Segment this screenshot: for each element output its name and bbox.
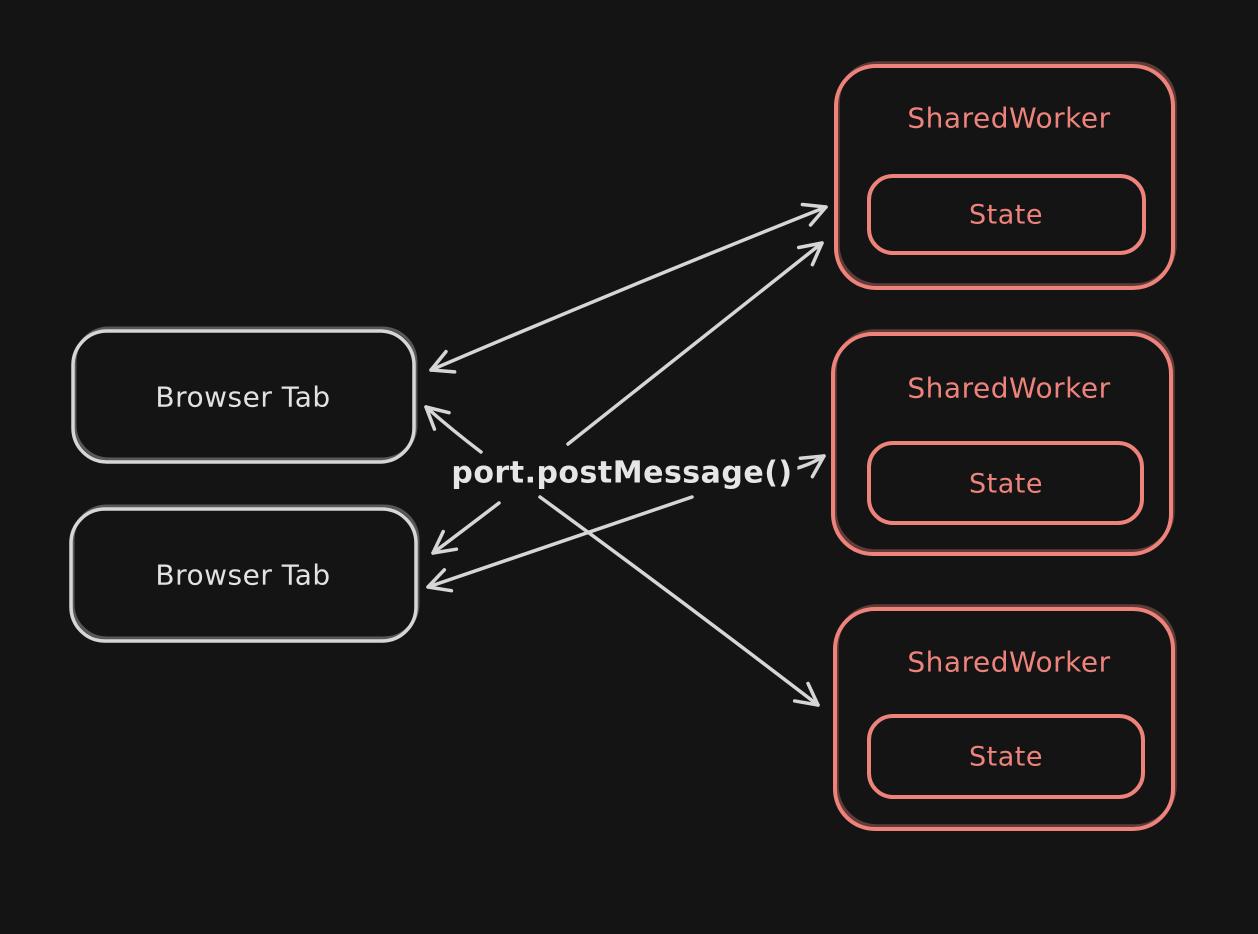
- state-1-label: State: [969, 199, 1043, 231]
- state-3-label: State: [969, 741, 1043, 773]
- arrow-tab1-worker1: [429, 202, 828, 374]
- state-1-box: [867, 174, 1146, 255]
- state-2-box: [867, 441, 1144, 525]
- arrow-hub-worker3: [538, 495, 820, 707]
- arrow-hub-worker1: [566, 241, 824, 446]
- browser-tab-1-box-sketch: [73, 326, 418, 461]
- shared-worker-1-label: SharedWorker: [907, 101, 1111, 135]
- browser-tab-2-box-sketch: [71, 504, 420, 640]
- shared-worker-3-box: [833, 607, 1175, 831]
- shared-worker-3-label: SharedWorker: [907, 645, 1111, 679]
- browser-tab-2-label: Browser Tab: [155, 558, 331, 592]
- arrow-hub-tab2-lower: [426, 495, 694, 593]
- browser-tab-1-box: [71, 329, 416, 464]
- arrow-hub-tab2-upper: [431, 501, 501, 555]
- shared-worker-2-box: [831, 332, 1173, 556]
- browser-tab-2-box: [69, 507, 418, 643]
- shared-worker-2-label: SharedWorker: [907, 371, 1111, 405]
- shared-worker-1-box: [834, 64, 1175, 290]
- post-message-label: port.postMessage(): [446, 454, 798, 492]
- browser-tab-1-label: Browser Tab: [155, 380, 331, 414]
- state-2-label: State: [969, 468, 1043, 500]
- arrow-hub-tab1: [424, 405, 483, 454]
- state-3-box: [867, 714, 1145, 799]
